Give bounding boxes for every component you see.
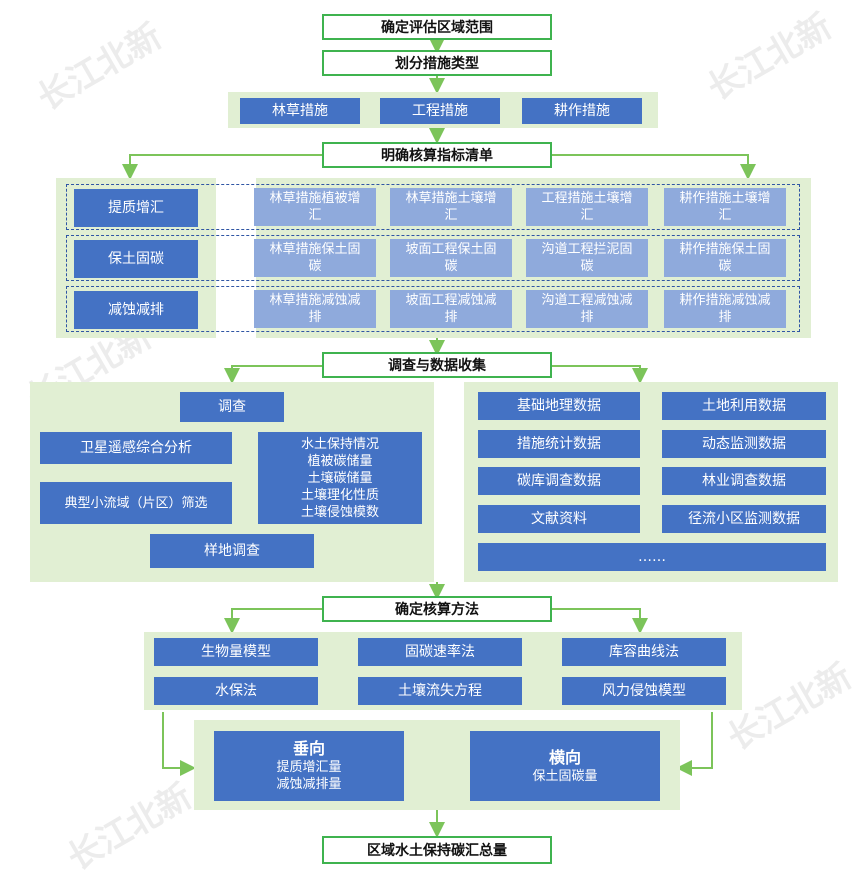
data-item: 动态监测数据 [662,430,826,458]
survey-item: 土壤理化性质 [300,487,379,503]
data-item: 林业调查数据 [662,467,826,495]
indicator-item: 坡面工程保土固碳 [390,239,512,277]
indicator-item: 林草措施土壤增汇 [390,188,512,226]
method-item: 库容曲线法 [562,638,726,666]
indicator-row-dash [66,235,800,281]
method-item: 固碳速率法 [358,638,522,666]
method-item: 水保法 [154,677,318,705]
indicator-row-label: 提质增汇 [74,189,198,227]
indicator-row-label: 保土固碳 [74,240,198,278]
data-more: …… [478,543,826,571]
horizontal-line: 保土固碳量 [532,768,598,784]
indicator-item: 沟道工程拦泥固碳 [526,239,648,277]
indicator-item: 坡面工程减蚀减排 [390,290,512,328]
survey-root: 调查 [180,392,284,422]
indicator-item: 耕作措施保土固碳 [664,239,786,277]
measure-type-engineering: 工程措施 [380,98,500,124]
indicator-item: 工程措施土壤增汇 [526,188,648,226]
indicator-row-label: 减蚀减排 [74,291,198,329]
data-item: 碳库调查数据 [478,467,640,495]
indicator-panel-gap [216,178,256,338]
step-indicator-list: 明确核算指标清单 [322,142,552,168]
method-item: 土壤流失方程 [358,677,522,705]
method-item: 风力侵蚀模型 [562,677,726,705]
indicator-row-dash [66,286,800,332]
step-classify-measures: 划分措施类型 [322,50,552,76]
horizontal-box: 横向 保土固碳量 [470,731,660,801]
method-item: 生物量模型 [154,638,318,666]
data-item: 土地利用数据 [662,392,826,420]
measure-type-forest: 林草措施 [240,98,360,124]
survey-items: 水土保持情况 植被碳储量 土壤碳储量 土壤理化性质 土壤侵蚀模数 [258,432,422,524]
horizontal-title: 横向 [548,747,581,767]
step-method: 确定核算方法 [322,596,552,622]
indicator-row-dash [66,184,800,230]
plot-survey: 样地调查 [150,534,314,568]
data-item: 径流小区监测数据 [662,505,826,533]
survey-item: 土壤碳储量 [307,470,373,486]
survey-item: 水土保持情况 [300,436,379,452]
step-result: 区域水土保持碳汇总量 [322,836,552,864]
data-item: 措施统计数据 [478,430,640,458]
remote-sensing-analysis: 卫星遥感综合分析 [40,432,232,464]
step-define-area: 确定评估区域范围 [322,14,552,40]
survey-item: 植被碳储量 [307,453,373,469]
indicator-item: 林草措施植被增汇 [254,188,376,226]
indicator-item: 林草措施保土固碳 [254,239,376,277]
indicator-item: 耕作措施减蚀减排 [664,290,786,328]
step-survey-data: 调查与数据收集 [322,352,552,378]
survey-item: 土壤侵蚀模数 [300,504,379,520]
vertical-line: 提质增汇量 [276,760,342,775]
data-item: 基础地理数据 [478,392,640,420]
measure-type-tillage: 耕作措施 [522,98,642,124]
data-item: 文献资料 [478,505,640,533]
indicator-item: 林草措施减蚀减排 [254,290,376,328]
vertical-box: 垂向 提质增汇量 减蚀减排量 [214,731,404,801]
indicator-item: 沟道工程减蚀减排 [526,290,648,328]
vertical-line: 减蚀减排量 [276,777,342,792]
indicator-item: 耕作措施土壤增汇 [664,188,786,226]
vertical-title: 垂向 [292,739,325,758]
watershed-selection: 典型小流域（片区）筛选 [40,482,232,524]
